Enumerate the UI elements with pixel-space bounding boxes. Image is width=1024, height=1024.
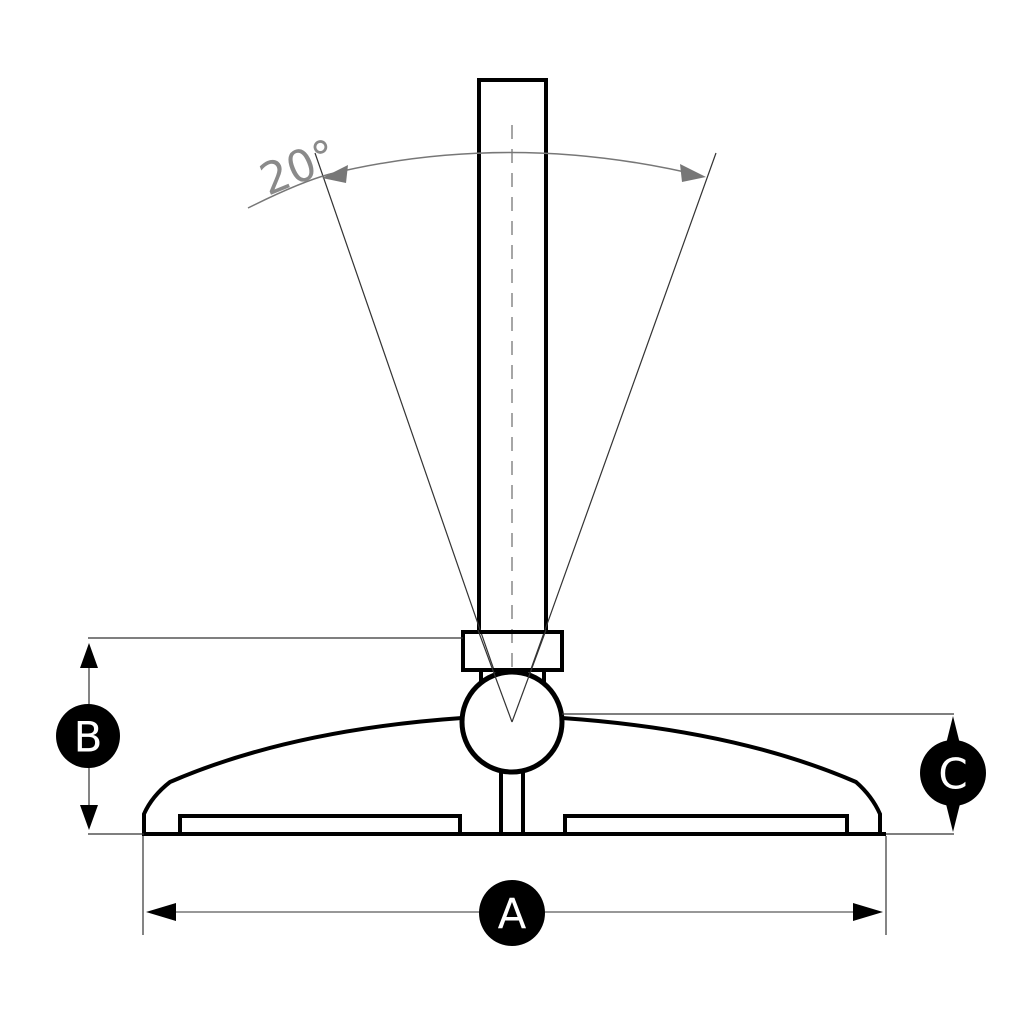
dim-a-arrow-right-icon [853, 903, 883, 921]
angle-arc-ext [247, 173, 331, 209]
dim-a-badge [479, 880, 545, 946]
dim-b-arrow-down-icon [80, 805, 98, 830]
angle-arc [329, 151, 703, 177]
dim-c-label: C [938, 750, 967, 799]
dim-b-arrow-up-icon [80, 643, 98, 668]
swivel-limit-left [314, 152, 513, 723]
angle-arrow-left-icon [322, 165, 348, 183]
dim-b-badge [56, 704, 120, 768]
angle-arrow-right-icon [680, 164, 706, 182]
dim-c-badge [920, 740, 986, 806]
dim-b-label: B [74, 713, 103, 762]
swivel-limit-right [511, 152, 717, 723]
swivel-limit-right-inner [511, 629, 547, 723]
base-dome-right [561, 716, 882, 834]
dim-a-arrow-left-icon [146, 903, 176, 921]
pad-left [178, 814, 462, 836]
angle-label: 20° [253, 130, 344, 207]
dim-a-label: A [498, 890, 527, 939]
pad-right [563, 814, 849, 836]
ball-post [499, 768, 525, 836]
base-dome-left [142, 716, 463, 834]
swivel-limit-left-inner [477, 629, 513, 723]
